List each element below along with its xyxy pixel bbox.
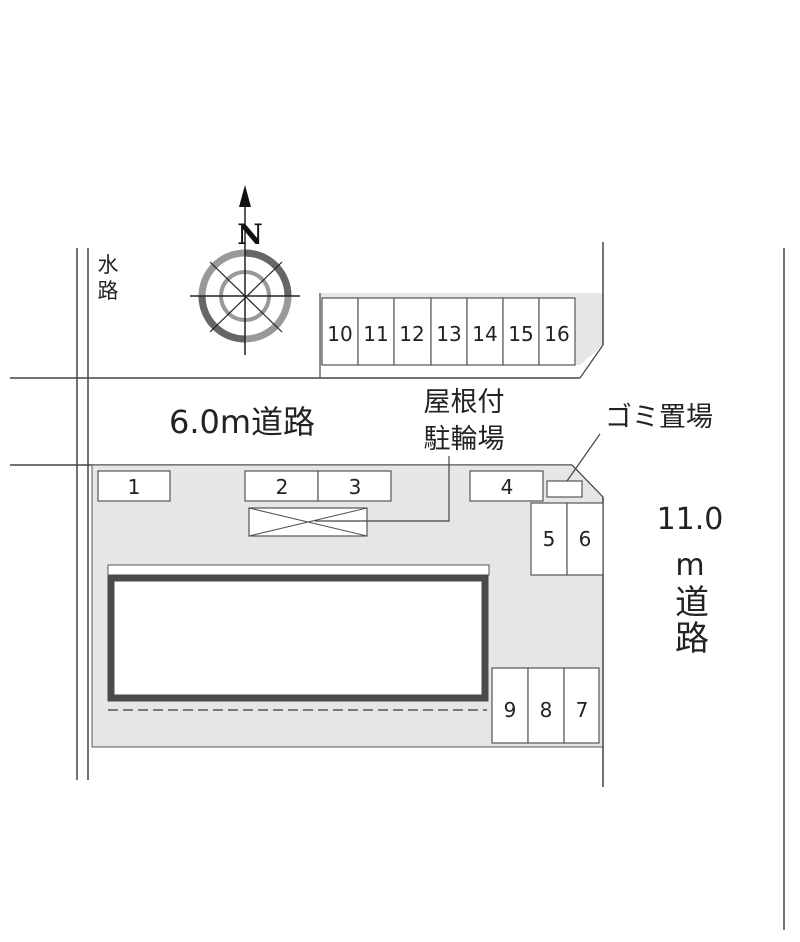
building [107,574,489,702]
parking-3: 3 [349,475,362,499]
parking-7: 7 [576,698,589,722]
parking-4: 4 [501,475,514,499]
compass-north-label: N [237,218,263,251]
parking-space-7 [563,667,600,744]
parking-13: 13 [436,322,461,346]
waterway-label-2: 路 [98,279,119,303]
parking-space-5 [530,502,568,576]
road-east-label-2: m [675,548,704,583]
garbage-label: ゴミ置場 [605,402,713,433]
parking-6: 6 [579,527,592,551]
parking-5: 5 [543,527,556,551]
waterway-label-1: 水 [98,253,119,277]
parking-space-4 [469,470,544,502]
parking-11: 11 [363,322,388,346]
bike-parking-area [248,507,368,537]
parking-15: 15 [508,322,533,346]
bike-parking-leader [315,456,450,522]
parking-2: 2 [276,475,289,499]
north-lot-corner [579,344,604,379]
road-north-label: 6.0m道路 [169,403,315,441]
bike-parking-label-1: 屋根付 [424,387,505,418]
road-east-label-4: 路 [675,619,709,659]
building-roof-line [107,564,490,576]
bike-parking-label-2: 駐輪場 [424,424,505,455]
waterway [76,248,89,780]
parking-1: 1 [128,475,141,499]
parking-8: 8 [540,698,553,722]
compass [190,205,300,355]
parking-10: 10 [327,322,352,346]
parking-space-3 [317,470,392,502]
parking-north-row [321,297,576,366]
compass-north-arrow [239,185,251,207]
road-east-label-3: 道 [675,583,709,623]
parking-space-8 [527,667,565,744]
parking-space-6 [566,502,604,576]
parking-space-9 [491,667,529,744]
parking-space-2 [244,470,319,502]
parking-12: 12 [399,322,424,346]
parking-14: 14 [472,322,497,346]
garbage-leader [566,433,601,482]
garbage-area [546,480,583,498]
parking-space-1 [97,470,171,502]
main-lot-corner [571,464,604,498]
parking-16: 16 [544,322,569,346]
parking-9: 9 [504,698,517,722]
road-east-label-1: 11.0 [657,502,724,537]
